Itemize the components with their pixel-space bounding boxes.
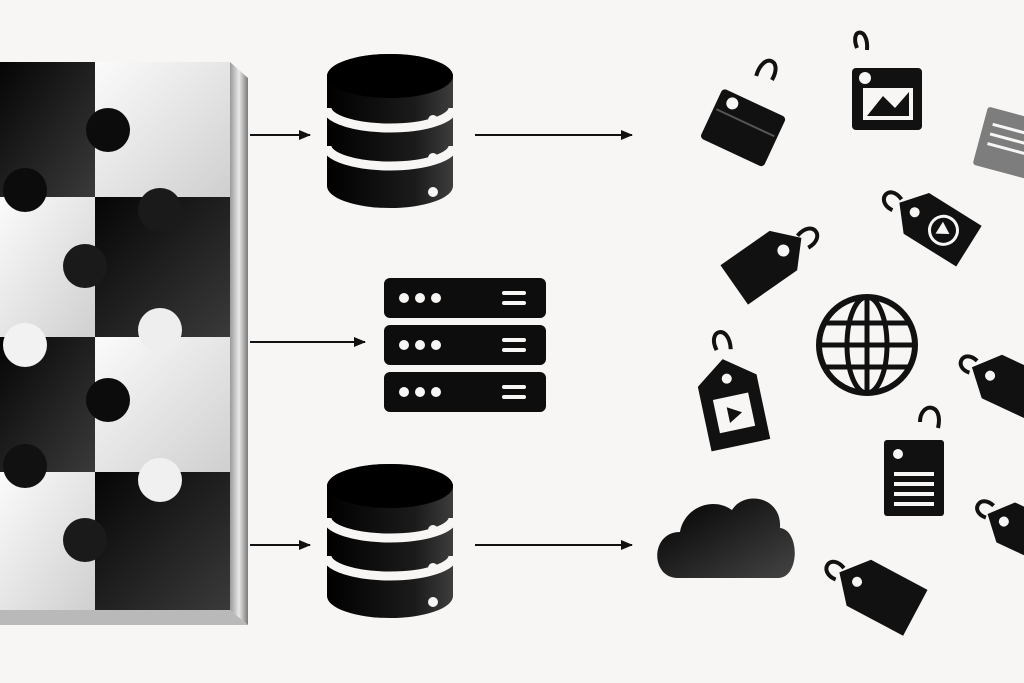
cloud-icon xyxy=(657,498,795,578)
tag-document-icon xyxy=(884,405,944,516)
document-icon xyxy=(973,107,1024,180)
puzzle-block-icon xyxy=(0,62,248,625)
database-icon xyxy=(322,54,458,208)
tag-video-icon xyxy=(697,330,771,452)
globe-icon xyxy=(816,294,918,396)
server-rack-icon xyxy=(384,278,546,412)
tag-icon xyxy=(720,226,820,305)
tag-play-icon xyxy=(881,190,982,267)
tag-folder-icon xyxy=(701,58,786,167)
tag-image-icon xyxy=(852,30,922,130)
tag-icon xyxy=(958,354,1024,424)
tag-icon xyxy=(975,499,1024,563)
tag-icon xyxy=(824,559,928,636)
database-icon xyxy=(322,464,458,618)
